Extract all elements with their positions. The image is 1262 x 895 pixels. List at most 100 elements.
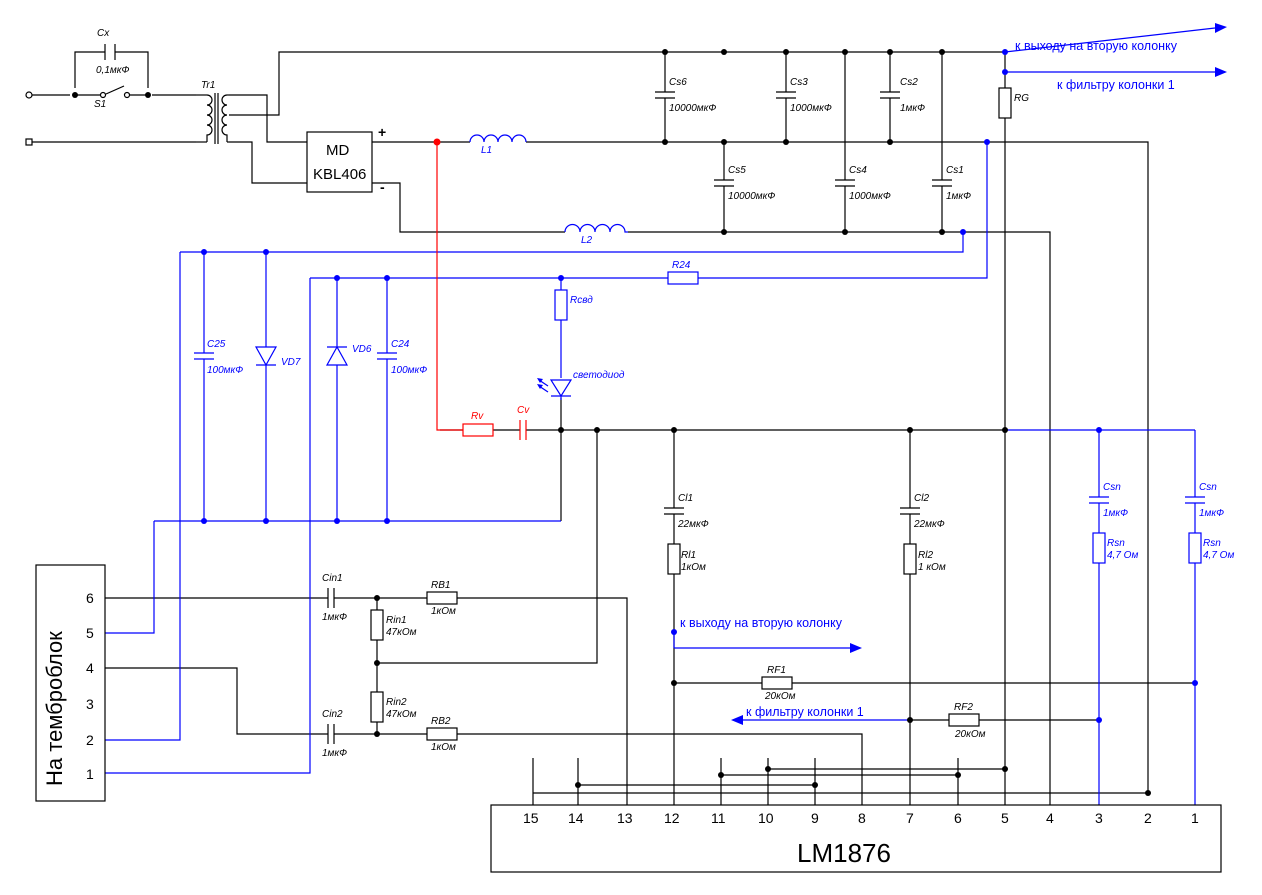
resistor-rsvd bbox=[554, 289, 568, 321]
capacitor-csn-2 bbox=[1185, 496, 1205, 504]
capacitor-cs3 bbox=[776, 91, 796, 99]
tone-pin-2: 2 bbox=[86, 732, 94, 748]
capacitor-cs5 bbox=[714, 179, 734, 187]
label-cs2-name: Cs2 bbox=[900, 77, 918, 88]
arrow-right-icon bbox=[674, 23, 1227, 725]
label-vd6: VD6 bbox=[352, 344, 372, 355]
label-csn1-value: 1мкФ bbox=[1103, 508, 1128, 519]
input-terminal-2 bbox=[25, 138, 33, 146]
label-csn2-name: Csn bbox=[1199, 482, 1217, 493]
note-to-filter-top: к фильтру колонки 1 bbox=[1057, 78, 1175, 92]
capacitor-cs4 bbox=[835, 179, 855, 187]
junction-dots-blue bbox=[201, 49, 1198, 723]
label-rin1-value: 47кОм bbox=[386, 627, 417, 638]
resistor-r24 bbox=[667, 271, 699, 285]
label-rg: RG bbox=[1014, 93, 1029, 104]
capacitor-cs2 bbox=[880, 91, 900, 99]
chip-pin-3: 3 bbox=[1095, 810, 1103, 826]
label-cx-name: Cx bbox=[97, 28, 110, 39]
label-cl2-name: Cl2 bbox=[914, 493, 929, 504]
label-csn1-name: Csn bbox=[1103, 482, 1121, 493]
label-cl2-value: 22мкФ bbox=[913, 519, 945, 530]
resistor-rf2 bbox=[948, 713, 980, 727]
chip-pin-6: 6 bbox=[954, 810, 962, 826]
label-cin2-name: Cin2 bbox=[322, 709, 343, 720]
chip-pin-10: 10 bbox=[758, 810, 774, 826]
label-cs5-value: 10000мкФ bbox=[728, 191, 775, 202]
chip-pin-9: 9 bbox=[811, 810, 819, 826]
resistor-rf1 bbox=[761, 676, 793, 690]
resistor-rg bbox=[998, 87, 1012, 119]
capacitor-cl1 bbox=[664, 507, 684, 515]
label-cs4-value: 1000мкФ bbox=[849, 191, 891, 202]
label-c25-name: C25 bbox=[207, 339, 226, 350]
diode-vd6 bbox=[325, 345, 349, 366]
signal-notes: к выходу на вторую колонку к фильтру кол… bbox=[680, 39, 1178, 719]
inductor-l2 bbox=[564, 223, 628, 233]
label-rsn1-name: Rsn bbox=[1107, 538, 1125, 549]
capacitor-cin2 bbox=[327, 724, 335, 744]
tone-pin-5: 5 bbox=[86, 625, 94, 641]
label-rb2-name: RB2 bbox=[431, 716, 451, 727]
resistor-rv bbox=[462, 423, 494, 437]
capacitor-cin1 bbox=[327, 588, 335, 608]
chip-pin-2: 2 bbox=[1144, 810, 1152, 826]
red-wire bbox=[436, 142, 463, 431]
note-to-second-speaker-top: к выходу на вторую колонку bbox=[1015, 39, 1178, 53]
label-rl1-name: Rl1 bbox=[681, 550, 696, 561]
tone-pin-1: 1 bbox=[86, 766, 94, 782]
diode-vd7 bbox=[254, 346, 278, 367]
led-indicator bbox=[537, 378, 573, 400]
tone-pin-6: 6 bbox=[86, 590, 94, 606]
capacitor-cv bbox=[519, 420, 527, 440]
inductor-l1 bbox=[469, 134, 527, 143]
tone-block-pins: 6 5 4 3 2 1 bbox=[86, 590, 94, 782]
label-r24: R24 bbox=[672, 260, 691, 271]
label-cs5-name: Cs5 bbox=[728, 165, 746, 176]
label-csn2-value: 1мкФ bbox=[1199, 508, 1224, 519]
label-cs6-value: 10000мкФ bbox=[669, 103, 716, 114]
chip-pin-4: 4 bbox=[1046, 810, 1054, 826]
label-cl1-value: 22мкФ bbox=[677, 519, 709, 530]
tone-pin-4: 4 bbox=[86, 660, 94, 676]
label-rsvd: Rсвд bbox=[570, 295, 593, 306]
chip-name: LM1876 bbox=[797, 838, 891, 868]
black-wires bbox=[32, 51, 1195, 805]
label-rl2-name: Rl2 bbox=[918, 550, 933, 561]
chip-pin-14: 14 bbox=[568, 810, 584, 826]
label-rsn2-name: Rsn bbox=[1203, 538, 1221, 549]
resistor-rl2 bbox=[903, 543, 917, 575]
label-cs4-name: Cs4 bbox=[849, 165, 867, 176]
switch-s1 bbox=[70, 85, 152, 102]
chip-pin-13: 13 bbox=[617, 810, 633, 826]
label-vd7: VD7 bbox=[281, 357, 301, 368]
label-rb1-value: 1кОм bbox=[431, 606, 456, 617]
tone-pin-3: 3 bbox=[86, 696, 94, 712]
input-terminal-1 bbox=[25, 91, 33, 99]
label-md-minus: - bbox=[380, 179, 385, 195]
capacitor-cs6 bbox=[655, 91, 675, 99]
resistor-rsn-2 bbox=[1188, 532, 1202, 564]
label-rin2-name: Rin2 bbox=[386, 697, 407, 708]
label-rf2-name: RF2 bbox=[954, 702, 973, 713]
chip-box bbox=[490, 804, 1222, 873]
tone-block-title: На темброблок bbox=[42, 631, 67, 786]
label-cs3-name: Cs3 bbox=[790, 77, 808, 88]
label-rsn1-value: 4,7 Ом bbox=[1107, 550, 1138, 561]
resistor-rin2 bbox=[370, 691, 384, 723]
chip-pin-7: 7 bbox=[906, 810, 914, 826]
label-cin1-name: Cin1 bbox=[322, 573, 343, 584]
chip-pin-8: 8 bbox=[858, 810, 866, 826]
label-cs1-name: Cs1 bbox=[946, 165, 964, 176]
label-c25-value: 100мкФ bbox=[207, 365, 243, 376]
junction-dots-black bbox=[72, 49, 1151, 796]
chip-pin-15: 15 bbox=[523, 810, 539, 826]
label-cv: Cv bbox=[517, 405, 530, 416]
label-rb2-value: 1кОм bbox=[431, 742, 456, 753]
label-rf2-value: 20кОм bbox=[954, 729, 986, 740]
chip-pins: 15 14 13 12 11 10 9 8 7 6 5 4 3 2 1 bbox=[523, 810, 1199, 826]
label-rl2-value: 1 кОм bbox=[918, 562, 946, 573]
label-led: светодиод bbox=[573, 370, 625, 381]
label-s1: S1 bbox=[94, 99, 106, 110]
